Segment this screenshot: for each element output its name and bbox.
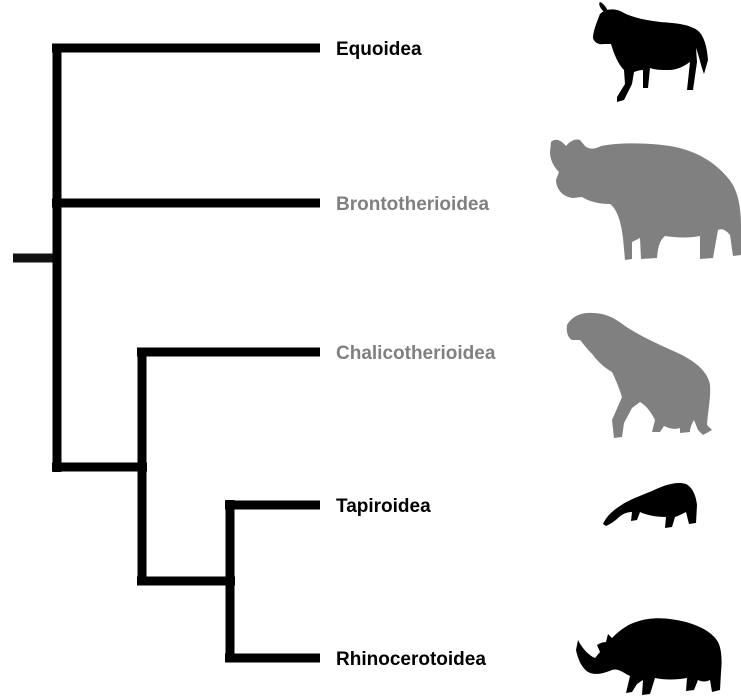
brontothere-icon [550,139,741,260]
chalicothere-icon [567,313,712,438]
tapir-icon [603,483,697,528]
rhinoceros-icon [576,618,722,695]
label-tapiroidea: Tapiroidea [336,496,431,517]
label-chalicotherioidea: Chalicotherioidea [336,343,496,364]
label-equoidea: Equoidea [336,39,422,60]
tree-branches [13,44,320,662]
label-rhinocerotoidea: Rhinocerotoidea [336,649,486,670]
horse-icon [593,2,708,102]
taxon-labels: Equoidea Brontotherioidea Chalicotherioi… [336,39,496,670]
label-brontotherioidea: Brontotherioidea [336,194,489,215]
